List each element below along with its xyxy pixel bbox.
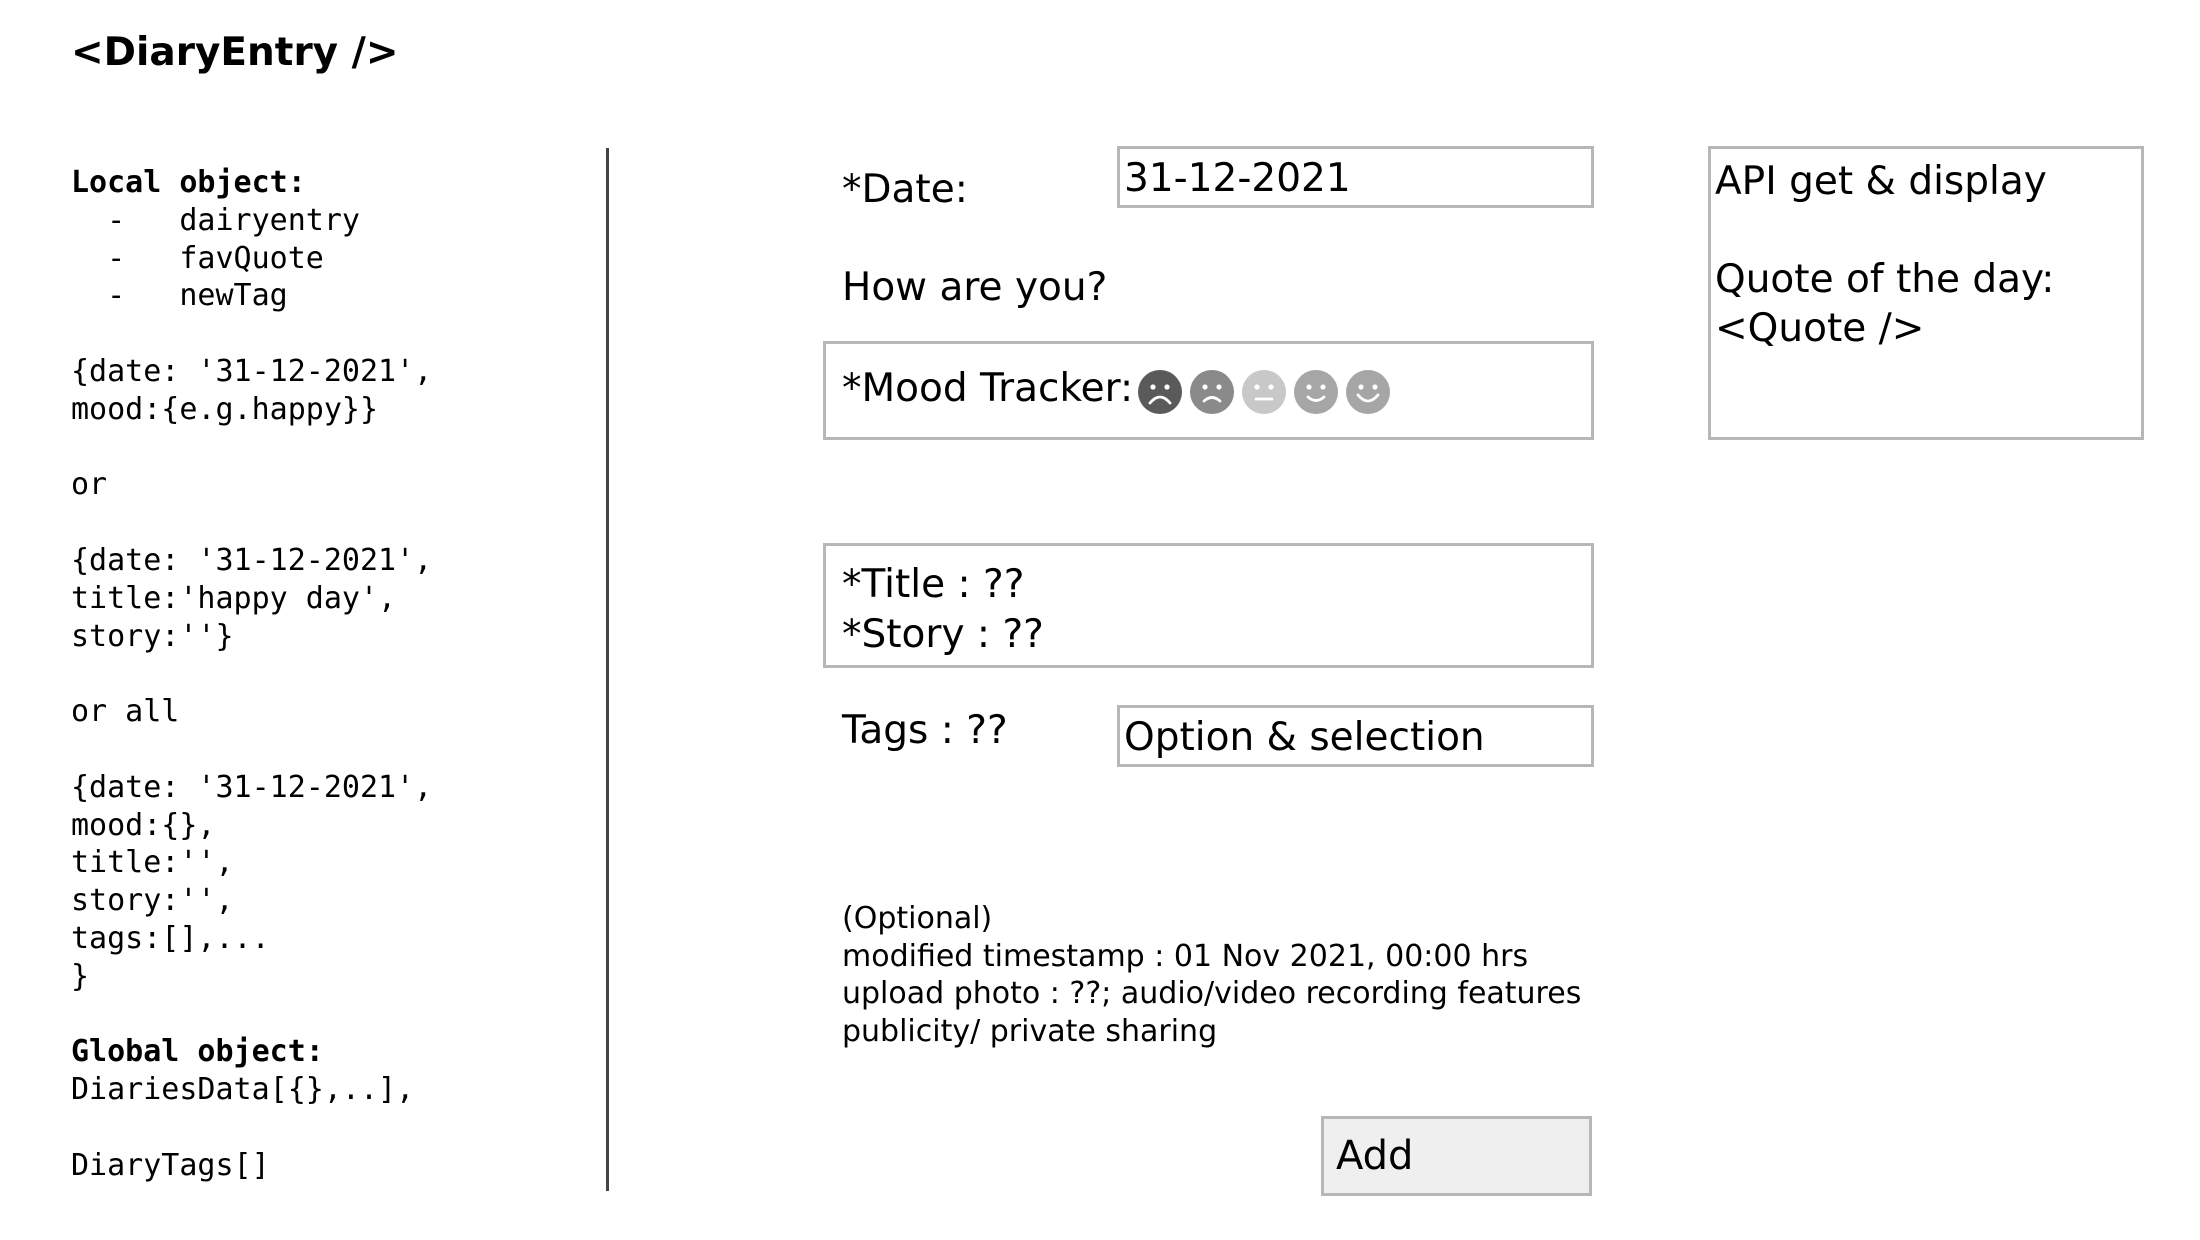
tags-select[interactable]: Option & selection	[1117, 705, 1594, 767]
optional-notes: (Optional) modified timestamp : 01 Nov 2…	[842, 900, 1581, 1050]
sharing-note: publicity/ private sharing	[842, 1013, 1218, 1049]
date-label: *Date:	[842, 167, 968, 212]
entry-object-examples: {date: '31-12-2021', mood:{e.g.happy}} o…	[71, 353, 433, 994]
quote-component-label: <Quote />	[1715, 306, 1925, 351]
how-are-you-label: How are you?	[842, 265, 1108, 310]
very-sad-face-icon[interactable]	[1137, 369, 1183, 415]
section-divider	[606, 148, 609, 1191]
happy-face-icon[interactable]	[1293, 369, 1339, 415]
local-object-heading: Local object:	[71, 165, 306, 200]
global-object-heading: Global object:	[71, 1034, 324, 1070]
add-button[interactable]: Add	[1321, 1116, 1592, 1196]
tags-label: Tags : ??	[842, 708, 1008, 753]
local-object-items: - dairyentry - favQuote - newTag	[107, 202, 360, 314]
global-object-items: DiariesData[{},..], DiaryTags[]	[71, 1072, 415, 1183]
date-value: 31-12-2021	[1124, 156, 1351, 201]
sad-face-icon[interactable]	[1189, 369, 1235, 415]
state-notes: Local object: - dairyentry - favQuote - …	[71, 164, 432, 1185]
title-story-box[interactable]: *Title : ?? *Story : ??	[823, 543, 1594, 668]
upload-photo-note: upload photo : ??; audio/video recording…	[842, 976, 1582, 1011]
optional-heading: (Optional)	[842, 901, 993, 936]
modified-timestamp-note: modified timestamp : 01 Nov 2021, 00:00 …	[842, 938, 1529, 974]
page-title: <DiaryEntry />	[71, 30, 399, 75]
story-label: *Story : ??	[842, 612, 1044, 657]
quote-panel: API get & display Quote of the day: <Quo…	[1708, 146, 2144, 440]
mood-tracker-box: *Mood Tracker:	[823, 341, 1594, 440]
title-label: *Title : ??	[842, 562, 1025, 607]
date-input[interactable]: 31-12-2021	[1117, 146, 1594, 208]
mood-tracker-label: *Mood Tracker:	[842, 366, 1134, 411]
quote-of-the-day-label: Quote of the day:	[1715, 257, 2055, 302]
tags-select-value: Option & selection	[1124, 715, 1485, 760]
neutral-face-icon[interactable]	[1241, 369, 1287, 415]
mood-options	[1137, 369, 1391, 415]
very-happy-face-icon[interactable]	[1345, 369, 1391, 415]
quote-api-label: API get & display	[1715, 159, 2047, 204]
